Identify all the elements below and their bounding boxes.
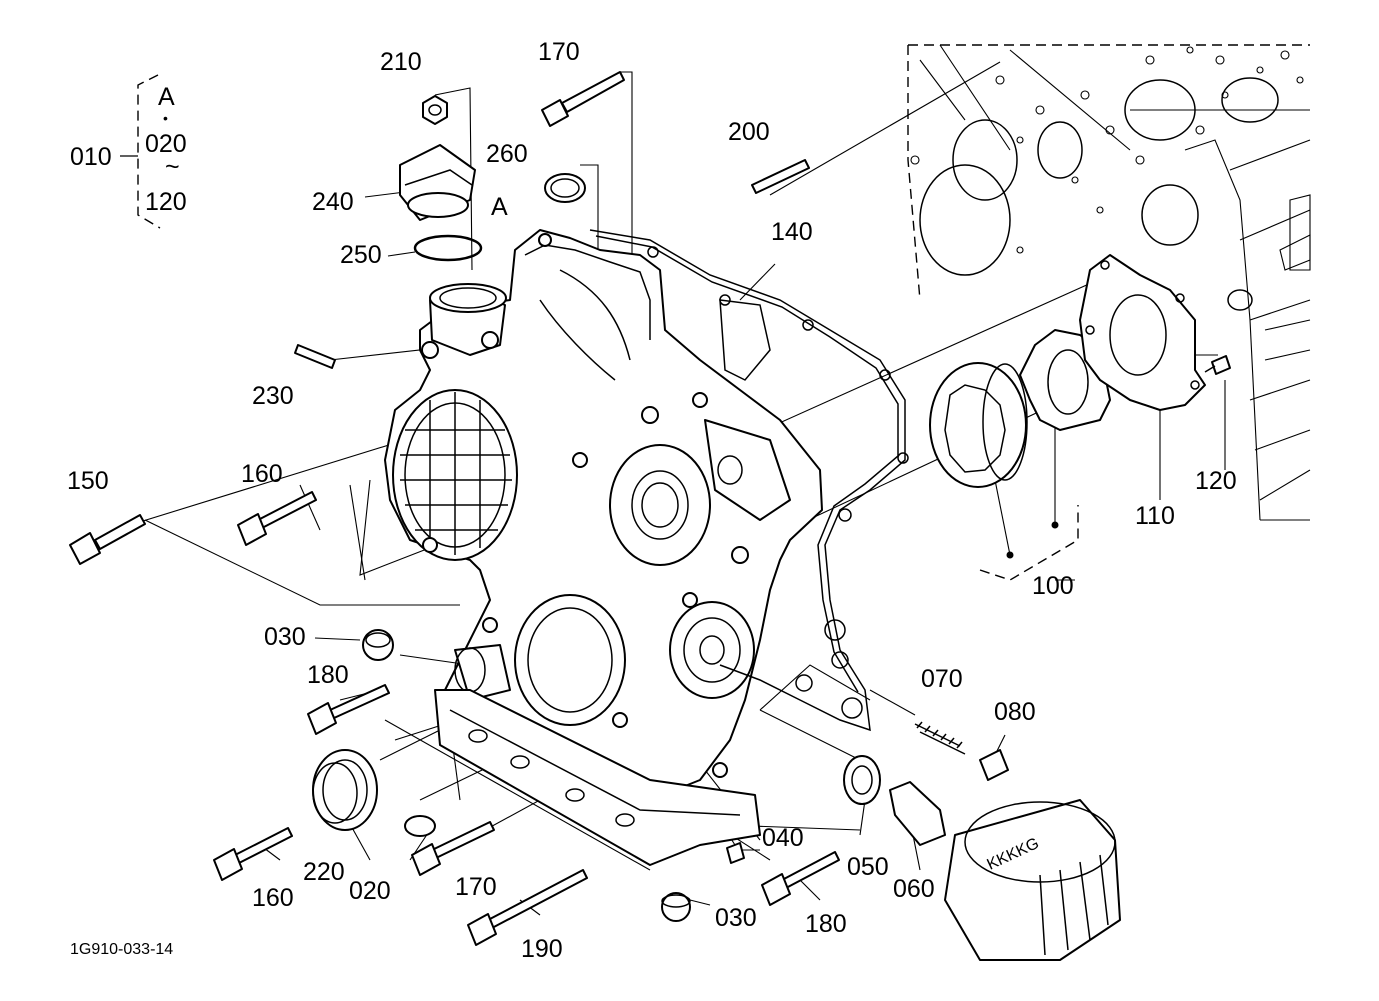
label-020: 020 bbox=[349, 877, 391, 905]
label-170-top: 170 bbox=[538, 38, 580, 66]
label-tilde: ~ bbox=[165, 153, 180, 181]
label-240: 240 bbox=[312, 188, 354, 216]
label-110: 110 bbox=[1135, 502, 1175, 530]
label-060: 060 bbox=[893, 875, 935, 903]
label-100: 100 bbox=[1032, 572, 1074, 600]
label-260: 260 bbox=[486, 140, 528, 168]
small-parts: KKKKG bbox=[69, 71, 1121, 961]
label-180-bottom: 180 bbox=[805, 910, 847, 938]
label-160-mid: 160 bbox=[241, 460, 283, 488]
label-180-left: 180 bbox=[307, 661, 349, 689]
label-group-dot: • bbox=[163, 110, 168, 126]
label-220: 220 bbox=[303, 858, 345, 886]
callout-labels: 210 170 200 260 240 A 250 140 230 150 16… bbox=[67, 38, 1237, 963]
label-030-bottom: 030 bbox=[715, 904, 757, 932]
label-160-bottom: 160 bbox=[252, 884, 294, 912]
label-120-range: 120 bbox=[145, 188, 187, 216]
gasket-140 bbox=[589, 229, 909, 732]
label-080: 080 bbox=[994, 698, 1036, 726]
group-bracket: 010 A • 020 ~ 120 bbox=[70, 74, 187, 229]
label-150: 150 bbox=[67, 467, 109, 495]
label-050: 050 bbox=[847, 853, 889, 881]
label-010: 010 bbox=[70, 143, 112, 171]
label-group-a: A bbox=[158, 83, 175, 111]
label-070: 070 bbox=[921, 665, 963, 693]
label-230: 230 bbox=[252, 382, 294, 410]
label-120: 120 bbox=[1195, 467, 1237, 495]
label-reference-a: A bbox=[491, 193, 508, 221]
label-190: 190 bbox=[521, 935, 563, 963]
label-200: 200 bbox=[728, 118, 770, 146]
label-030-left: 030 bbox=[264, 623, 306, 651]
oil-pump-assembly bbox=[929, 254, 1231, 581]
label-210: 210 bbox=[380, 48, 422, 76]
label-250: 250 bbox=[340, 241, 382, 269]
label-170-bottom: 170 bbox=[455, 873, 497, 901]
label-040: 040 bbox=[762, 824, 804, 852]
label-140: 140 bbox=[771, 218, 813, 246]
diagram-id: 1G910-033-14 bbox=[70, 941, 173, 958]
engine-block bbox=[907, 44, 1311, 521]
label-020-top: 020 bbox=[145, 130, 187, 158]
gear-case bbox=[384, 229, 823, 866]
